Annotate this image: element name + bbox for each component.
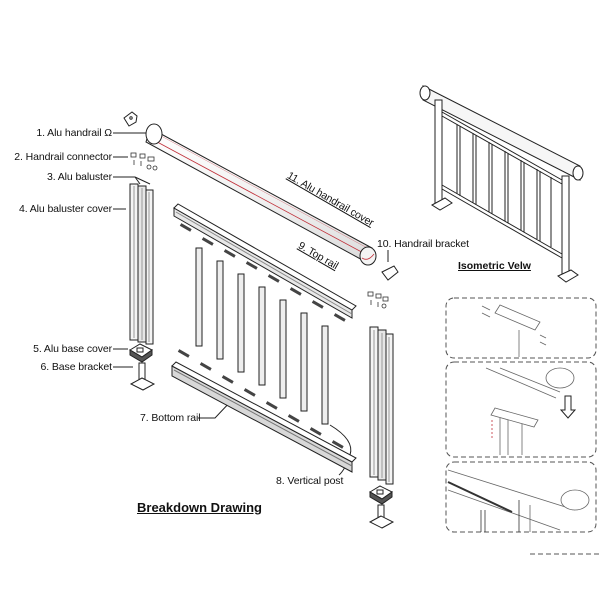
label-alu-baluster-cover: 4. Alu baluster cover (18, 203, 112, 215)
left-vertical-post (129, 183, 154, 345)
right-connector-part (367, 291, 389, 309)
down-arrow-icon (559, 395, 577, 419)
label-vertical-post: 8. Vertical post (276, 475, 344, 487)
top-rail-slots (179, 223, 346, 322)
breakdown-drawing-title: Breakdown Drawing (137, 500, 262, 515)
leader-lines (113, 132, 389, 476)
label-alu-handrail: 1. Alu handrail Ω (36, 127, 112, 139)
balusters (195, 247, 329, 425)
right-base-bracket (368, 504, 395, 529)
handrail-cover-tube (145, 123, 377, 266)
panel-bracket-mount (481, 304, 547, 357)
right-vertical-post (369, 326, 394, 485)
label-alu-base-cover: 5. Alu base cover (33, 343, 112, 355)
bottom-rail (171, 361, 357, 473)
label-base-bracket: 6. Base bracket (40, 361, 113, 373)
handrail-bracket-part (381, 265, 399, 281)
panel-assembled (447, 469, 590, 532)
panel-handrail-place (485, 367, 575, 455)
right-base-cover (369, 485, 393, 505)
label-handrail-bracket: 10. Handrail bracket (377, 238, 469, 250)
label-handrail-connector: 2. Handrail connector (14, 151, 112, 163)
isometric-view (419, 85, 584, 283)
label-bottom-rail: 7. Bottom rail (140, 412, 201, 424)
label-alu-baluster: 3. Alu baluster (46, 171, 112, 183)
left-base-cover (129, 343, 153, 363)
isometric-view-title: Isometric Velw (458, 260, 531, 272)
top-rail (173, 203, 357, 319)
handrail-clip-part (123, 111, 138, 127)
left-base-bracket (129, 362, 156, 391)
detail-panels (445, 297, 600, 555)
bottom-rail-slots (177, 349, 344, 449)
handrail-connector-part (130, 152, 158, 171)
